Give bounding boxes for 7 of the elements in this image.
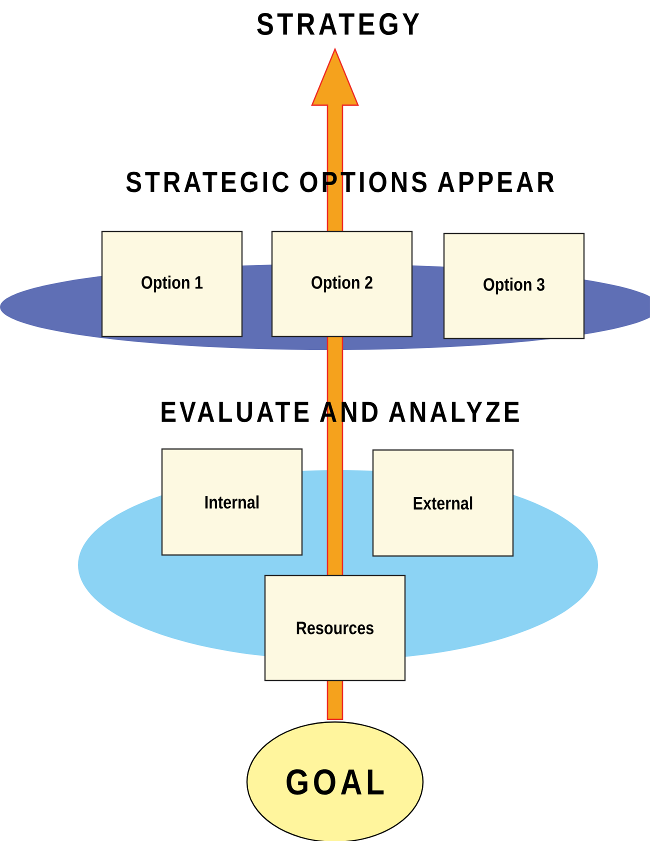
heading: STRATEGY <box>257 13 420 35</box>
option-box: Resources <box>264 574 406 682</box>
option-box: Option 1 <box>101 230 243 338</box>
option-box: Option 3 <box>443 232 585 340</box>
option-box: Internal <box>161 448 303 556</box>
option-box: Option 2 <box>271 230 413 338</box>
option-box: External <box>372 449 514 557</box>
